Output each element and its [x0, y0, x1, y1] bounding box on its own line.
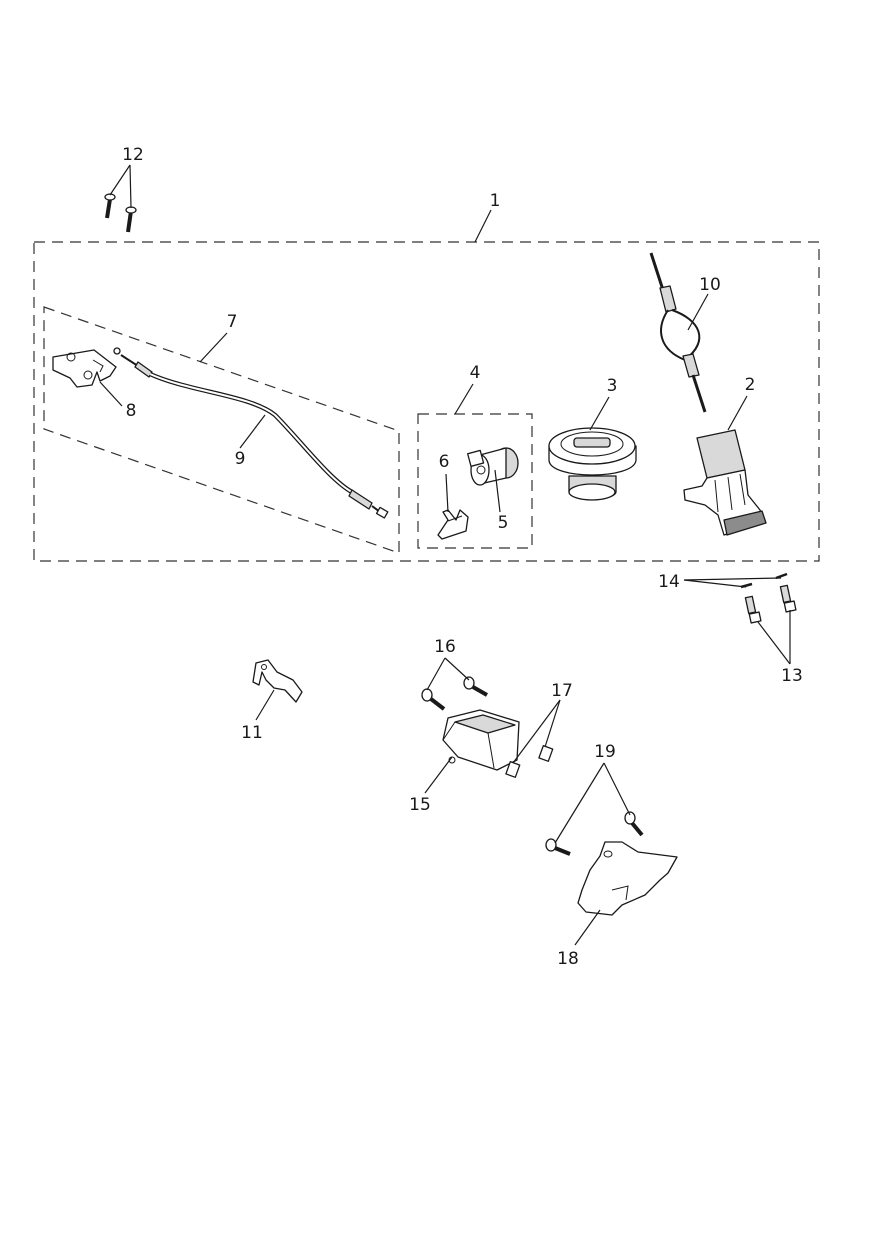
callout-13: 13 [781, 666, 803, 686]
callout-2: 2 [745, 375, 756, 395]
callout-6: 6 [439, 452, 450, 472]
callout-19: 19 [594, 742, 616, 762]
callout-14: 14 [658, 572, 680, 592]
ignition-switch-icon [683, 429, 767, 536]
bracket-icon [505, 745, 554, 778]
callout-4: 4 [470, 363, 481, 383]
callout-7: 7 [227, 312, 238, 332]
callout-11: 11 [241, 723, 263, 743]
leader-lines [99, 164, 791, 946]
fuel-cap-icon [548, 427, 637, 501]
kit-boundary [33, 241, 820, 562]
callout-8: 8 [126, 401, 137, 421]
cable-icon [113, 347, 389, 519]
screw-icon [740, 572, 797, 624]
control-module-icon [442, 709, 520, 771]
callout-3: 3 [607, 376, 618, 396]
callout-16: 16 [434, 637, 456, 657]
callout-9: 9 [235, 449, 246, 469]
subkit-boundary-7 [43, 306, 400, 554]
lock-barrel-icon [467, 447, 519, 486]
cable-icon [649, 252, 707, 413]
callout-17: 17 [551, 681, 573, 701]
callout-10: 10 [699, 275, 721, 295]
callout-1: 1 [490, 191, 501, 211]
screw-icon [104, 193, 137, 233]
latch-icon [52, 349, 117, 388]
bracket-icon [252, 659, 303, 703]
callout-12: 12 [122, 145, 144, 165]
callout-labels: 1 2 3 4 5 6 7 8 9 10 11 12 13 14 15 16 1… [122, 145, 803, 969]
bracket-icon [577, 841, 678, 916]
callout-18: 18 [557, 949, 579, 969]
callout-15: 15 [409, 795, 431, 815]
screw-icon [545, 811, 644, 856]
subkit-boundary-4 [417, 413, 533, 549]
bracket-icon [437, 509, 469, 540]
callout-5: 5 [498, 513, 509, 533]
